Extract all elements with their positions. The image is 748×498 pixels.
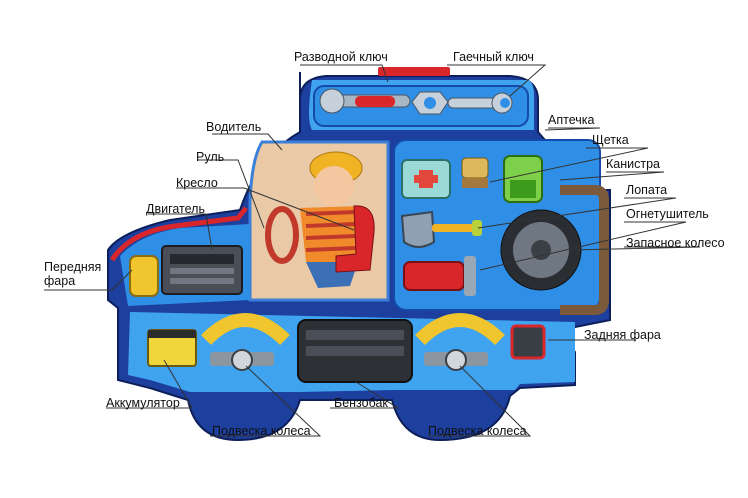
label-headlight: Передняя фара bbox=[44, 260, 102, 288]
label-fire-extinguisher: Огнетушитель bbox=[626, 207, 709, 221]
label-brush: Щетка bbox=[592, 133, 629, 147]
canister-icon[interactable] bbox=[503, 155, 543, 203]
spanner-icon[interactable] bbox=[411, 91, 513, 115]
driver-figure bbox=[300, 151, 363, 288]
label-suspension-rear: Подвеска колеса bbox=[428, 424, 527, 438]
label-adjustable-wrench: Разводной ключ bbox=[294, 50, 388, 64]
label-first-aid-kit: Аптечка bbox=[548, 113, 595, 127]
fuel-tank-icon[interactable] bbox=[297, 319, 413, 383]
label-seat: Кресло bbox=[176, 176, 218, 190]
suspension-rear-icon[interactable] bbox=[415, 313, 505, 371]
suspension-front-icon[interactable] bbox=[200, 313, 290, 371]
leader-lines bbox=[44, 64, 701, 437]
engine-icon[interactable] bbox=[161, 245, 243, 295]
label-canister: Канистра bbox=[606, 157, 660, 171]
label-spare-wheel: Запасное колесо bbox=[626, 236, 725, 250]
brush-icon[interactable] bbox=[461, 157, 489, 188]
label-driver: Водитель bbox=[206, 120, 262, 134]
first-aid-kit-icon[interactable] bbox=[401, 159, 451, 199]
shovel-icon[interactable] bbox=[400, 210, 482, 248]
adjustable-wrench-icon[interactable] bbox=[319, 88, 411, 114]
battery-icon[interactable] bbox=[147, 329, 197, 367]
label-spanner: Гаечный ключ bbox=[453, 50, 534, 64]
label-steering-wheel: Руль bbox=[196, 150, 225, 164]
headlight-icon[interactable] bbox=[129, 255, 159, 297]
spare-wheel-icon[interactable] bbox=[500, 209, 582, 291]
seat-icon[interactable] bbox=[335, 205, 375, 273]
label-rear-light: Задняя фара bbox=[584, 328, 661, 342]
label-battery: Аккумулятор bbox=[106, 396, 180, 410]
fire-extinguisher-icon[interactable] bbox=[403, 256, 476, 296]
spare-wheel-handle bbox=[560, 185, 609, 315]
label-shovel: Лопата bbox=[626, 183, 668, 197]
steering-wheel-icon[interactable] bbox=[265, 206, 299, 264]
rear-light-icon[interactable] bbox=[510, 324, 546, 360]
label-fuel-tank: Бензобак bbox=[334, 396, 388, 410]
label-suspension-front: Подвеска колеса bbox=[212, 424, 311, 438]
label-engine: Двигатель bbox=[146, 202, 205, 216]
